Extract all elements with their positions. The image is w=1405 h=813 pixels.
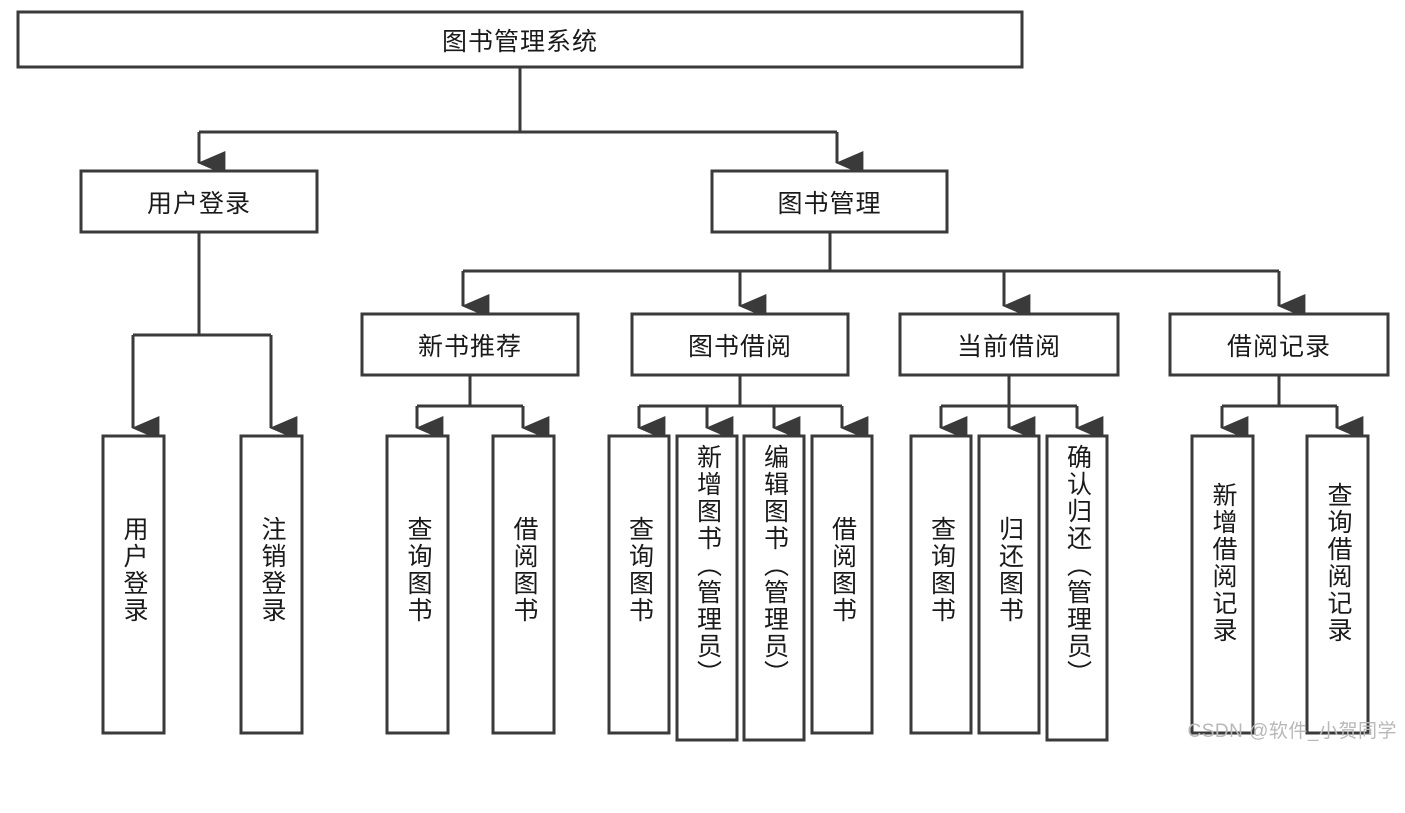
- leaf-box-bookborrow-1[interactable]: [675, 434, 739, 742]
- leaf-box-borrowrecord-1[interactable]: [1305, 434, 1370, 735]
- edge-root-to-level2: [197, 67, 864, 175]
- node-new-book-recommend[interactable]: [360, 312, 580, 377]
- csdn-watermark: CSDN @软件_小贺同学: [1187, 721, 1397, 742]
- leaf-box-bookborrow-3[interactable]: [810, 434, 874, 735]
- edge-currentborrow-to-leaves: [939, 375, 1104, 440]
- leaf-box-newbook-1[interactable]: [491, 434, 556, 735]
- node-book-management[interactable]: [710, 169, 949, 234]
- edge-bookborrow-to-leaves: [637, 375, 869, 440]
- leaf-box-user-login-0[interactable]: [101, 434, 166, 735]
- flowchart-diagram: 图书管理系统 用户登录 图书管理 新书推荐 图书借阅 当前借阅 借阅记录 用户登…: [16, 10, 1397, 742]
- leaf-box-currentborrow-2[interactable]: [1045, 434, 1109, 742]
- tree-svg-canvas: [16, 10, 1390, 742]
- node-book-borrow[interactable]: [630, 312, 850, 377]
- edge-userlogin-to-leaves: [131, 232, 298, 440]
- leaf-box-bookborrow-2[interactable]: [742, 434, 806, 742]
- leaf-box-user-login-1[interactable]: [239, 434, 304, 735]
- leaf-box-borrowrecord-0[interactable]: [1190, 434, 1255, 735]
- edge-newbook-to-leaves: [415, 375, 550, 440]
- edge-borrowrecord-to-leaves: [1220, 375, 1364, 440]
- edge-bookmgmt-to-level3: [461, 232, 1306, 318]
- leaf-box-currentborrow-0[interactable]: [909, 434, 973, 735]
- node-current-borrow[interactable]: [898, 312, 1120, 377]
- node-user-login[interactable]: [79, 169, 319, 234]
- leaf-box-currentborrow-1[interactable]: [977, 434, 1041, 735]
- node-borrow-record[interactable]: [1168, 312, 1390, 377]
- node-root[interactable]: [16, 10, 1024, 69]
- leaf-box-bookborrow-0[interactable]: [607, 434, 671, 735]
- leaf-box-newbook-0[interactable]: [385, 434, 450, 735]
